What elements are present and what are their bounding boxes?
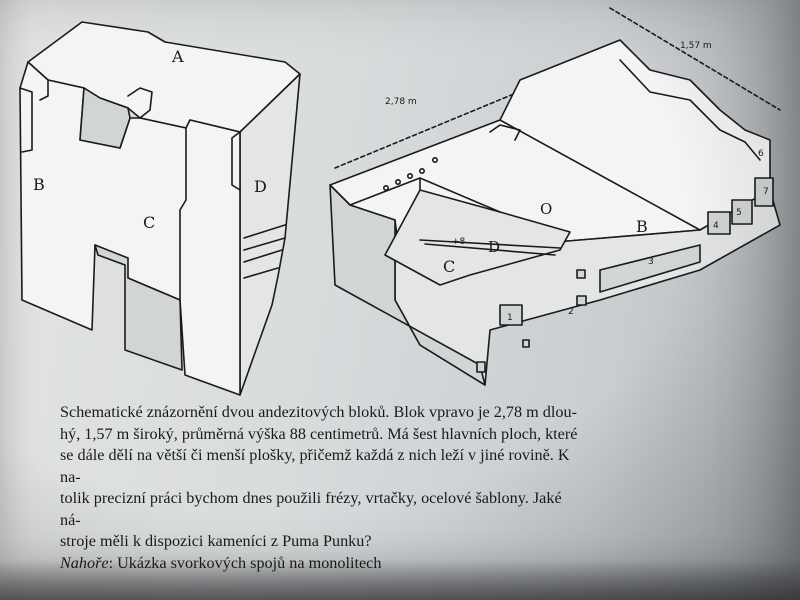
front-small-hole: [476, 361, 486, 373]
left-h-block: A B C D: [19, 21, 301, 396]
caption-line: hý, 1,57 m široký, průměrná výška 88 cen…: [60, 424, 578, 443]
drill-hole: [406, 173, 413, 180]
caption-note: Nahoře: Ukázka svorkových spojů na monol…: [60, 553, 580, 575]
right-block-notch: [489, 124, 521, 141]
front-slot-3: [599, 244, 701, 293]
drill-hole: [431, 157, 438, 164]
right-large-block: 2,78 m 1,57 m: [329, 7, 781, 386]
left-block-right-step: [179, 127, 187, 301]
mark-4: 4: [713, 221, 719, 231]
left-block-steps-2: [39, 79, 49, 101]
drill-hole: [418, 168, 425, 175]
dimension-length-label: 2,78 m: [385, 97, 417, 107]
mark-5: 5: [736, 208, 742, 218]
dimension-line-length: [334, 49, 621, 169]
left-block-notch-step: [127, 87, 153, 119]
front-small-hole: [522, 339, 530, 348]
side-recess-4: [707, 211, 731, 235]
caption-line: Schematické znázornění dvou andezitových…: [60, 403, 577, 421]
left-block-label-c: C: [143, 213, 155, 232]
right-block-left-face: [329, 184, 486, 386]
side-recess-5: [731, 199, 753, 225]
front-small-hole: [576, 295, 587, 306]
left-block-upper-notch: [79, 87, 131, 149]
mark-1: 1: [507, 313, 513, 323]
front-recess-1: [499, 304, 523, 326]
mark-2: 2: [568, 307, 574, 317]
left-block-left-steps: [19, 87, 33, 153]
blocks-drawing: A B C D 2,78 m 1,57 m: [19, 7, 781, 396]
caption-line: se dále dělí na větší či menší plošky, p…: [60, 446, 570, 486]
left-block-label-b: B: [33, 175, 45, 194]
right-block-label-d: D: [488, 238, 500, 256]
left-block-band-4: [243, 267, 279, 279]
left-block-band-3: [243, 249, 283, 263]
mark-3: 3: [648, 257, 654, 267]
right-block-label-b: B: [636, 217, 648, 236]
mark-plus-8: +8: [452, 237, 466, 247]
left-block-band-2: [243, 237, 286, 251]
right-block-channel: [384, 189, 571, 286]
right-block-label-c: C: [443, 257, 455, 276]
dimension-line-width: [609, 7, 781, 111]
mark-6: 6: [758, 149, 764, 159]
caption-line: tolik precizní práci bychom dnes použili…: [60, 489, 562, 529]
front-small-hole: [576, 269, 586, 279]
caption-line: stroje měli k dispozici kameníci z Puma …: [60, 532, 372, 550]
drill-hole: [394, 179, 401, 186]
right-block-top-ridge: [499, 119, 701, 231]
caption-note-label: Nahoře: [60, 553, 109, 572]
drill-hole: [382, 185, 389, 192]
dimension-width-label: 1,57 m: [680, 41, 712, 51]
left-block-label-a: A: [171, 47, 184, 66]
figure-caption: Schematické znázornění dvou andezitových…: [60, 402, 580, 574]
right-block-channel-ledge-2: [424, 243, 556, 256]
andesite-blocks-figure: A B C D 2,78 m 1,57 m: [19, 7, 781, 396]
side-recess-7: [754, 177, 774, 207]
left-block-band-1: [243, 224, 286, 239]
left-block-label-d: D: [254, 177, 267, 196]
caption-note-text: : Ukázka svorkových spojů na monolitech: [108, 553, 382, 572]
left-block-right-step-2: [231, 131, 241, 191]
mark-7: 7: [763, 187, 769, 197]
right-block-top-steps: [619, 59, 761, 161]
right-block-label-o: O: [540, 200, 552, 218]
left-block-lower-notch: [94, 244, 183, 371]
right-block-channel-ledge: [419, 239, 561, 249]
